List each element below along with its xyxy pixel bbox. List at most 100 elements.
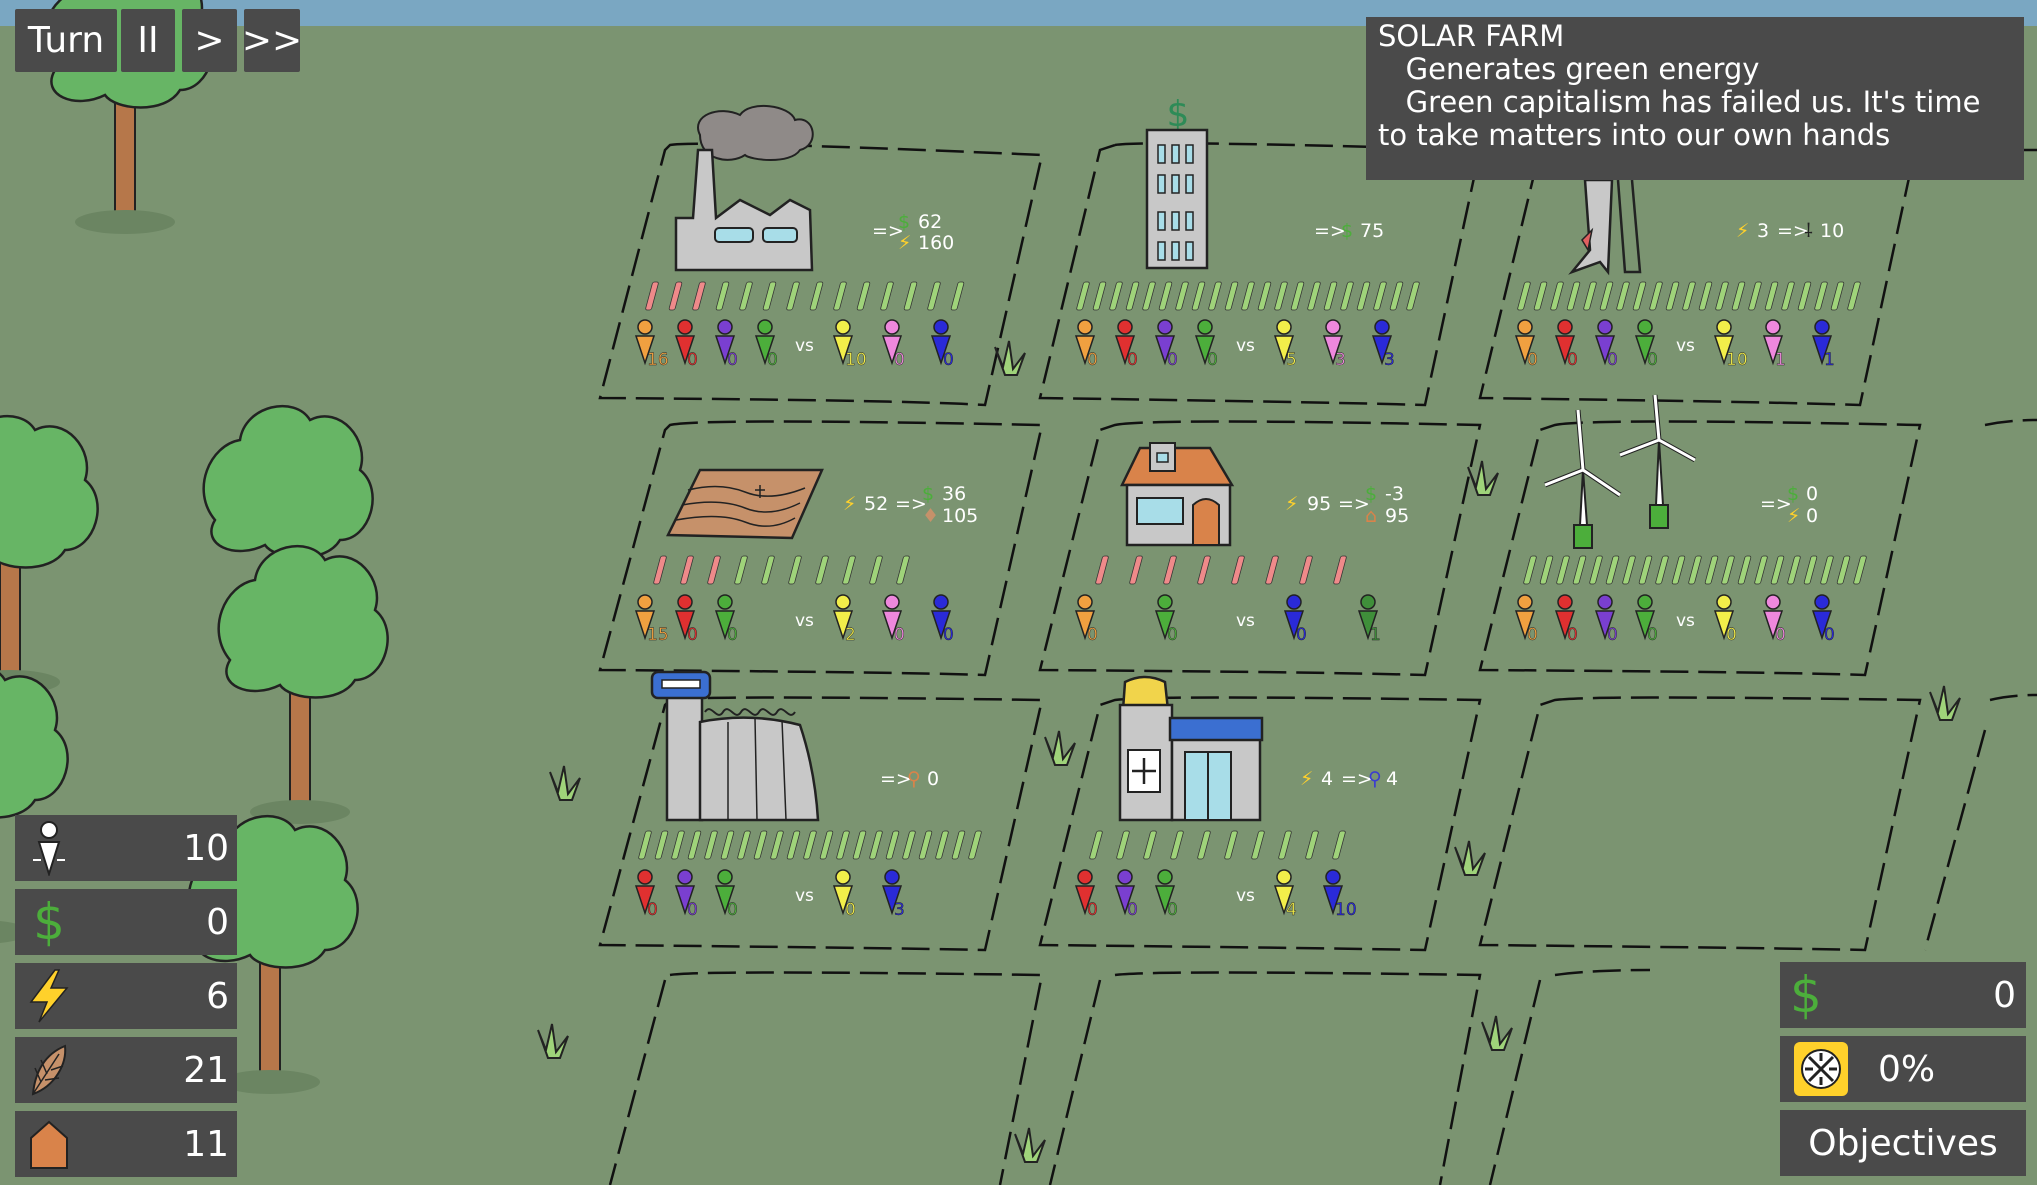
capacity-bar xyxy=(1207,281,1223,311)
worker-group: 0 xyxy=(714,594,738,645)
dollar-icon: $ xyxy=(33,893,65,951)
group-count: 1 xyxy=(1370,625,1381,645)
capacity-bar xyxy=(852,830,867,860)
group-count: 0 xyxy=(1087,350,1098,370)
capacity-bar xyxy=(1108,281,1124,311)
step-button[interactable]: > xyxy=(182,9,237,72)
group-count: 3 xyxy=(1335,350,1346,370)
wind-turbine-icon[interactable] xyxy=(1544,394,1697,549)
population-value: 10 xyxy=(183,827,229,869)
capacity-bar xyxy=(1830,281,1845,311)
group-count: 0 xyxy=(1647,350,1658,370)
group-count: 0 xyxy=(1167,625,1178,645)
capacity-bar xyxy=(934,830,950,860)
svg-text:0: 0 xyxy=(1806,483,1818,505)
capacity-bar xyxy=(1339,281,1355,311)
svg-text:10: 10 xyxy=(1820,220,1844,242)
capacity-bar xyxy=(950,281,965,311)
capacity-bar xyxy=(1094,555,1110,585)
prison-output: => ⚲0 xyxy=(880,768,939,790)
fast-forward-button[interactable]: >> xyxy=(242,9,302,72)
capacity-bar xyxy=(1621,555,1637,585)
worker-group: 0 xyxy=(1594,594,1618,645)
windfarm-output: => $0 ⚡0 xyxy=(1760,483,1818,527)
capacity-bar xyxy=(1731,281,1746,311)
group-count: 0 xyxy=(1167,350,1178,370)
capacity-bar xyxy=(1632,281,1647,311)
capacity-bar xyxy=(1654,555,1670,585)
wheat-icon xyxy=(21,1042,77,1098)
group-count: 1 xyxy=(1775,350,1786,370)
food-counter: 21 xyxy=(15,1037,237,1103)
worker-group: 0 xyxy=(674,594,698,645)
capacity-bar xyxy=(1539,555,1554,585)
capacity-bar xyxy=(668,281,683,311)
worker-group: 0 xyxy=(634,869,658,920)
police-station-icon[interactable] xyxy=(1118,675,1264,822)
capacity-bar xyxy=(1174,281,1190,311)
group-count: 0 xyxy=(1527,625,1538,645)
capacity-bar xyxy=(841,555,857,585)
group-count: 0 xyxy=(1567,625,1578,645)
energy-counter: 6 xyxy=(15,963,237,1029)
group-count: 0 xyxy=(727,350,738,370)
owner-group: 0 xyxy=(930,594,954,645)
group-count: 0 xyxy=(687,900,698,920)
svg-text:$: $ xyxy=(1365,483,1377,505)
capacity-bar xyxy=(1582,281,1598,311)
capacity-bar xyxy=(787,555,803,585)
svg-text:$: $ xyxy=(1167,94,1190,135)
housing-value: 11 xyxy=(183,1123,229,1165)
capacity-bar xyxy=(1142,830,1158,860)
svg-text:3: 3 xyxy=(1757,220,1769,242)
rocket-launch-icon[interactable] xyxy=(1568,178,1642,276)
house-output: ⚡95 => $-3 ⌂95 xyxy=(1285,483,1409,527)
capacity-bar xyxy=(1290,281,1305,311)
pause-button[interactable]: II xyxy=(121,9,175,72)
group-count: 0 xyxy=(1296,625,1307,645)
owner-group: 1 xyxy=(1762,319,1786,370)
factory-output: => $62 ⚡160 xyxy=(872,211,954,254)
turn-button[interactable]: Turn xyxy=(15,9,117,72)
building-tooltip: SOLAR FARM Generates green energy Green … xyxy=(1366,17,2024,180)
group-count: 0 xyxy=(1824,625,1835,645)
owner-group: 4 xyxy=(1273,869,1297,920)
capacity-bar xyxy=(1549,281,1565,311)
group-count: 0 xyxy=(894,350,905,370)
capacity-bar xyxy=(1522,555,1538,585)
tooltip-line: Generates green energy xyxy=(1378,52,1760,86)
svg-text:♦: ♦ xyxy=(922,505,939,527)
factory-icon[interactable] xyxy=(674,104,814,272)
farm-output: ⚡52 => $36 ♦105 xyxy=(843,483,978,527)
capacity-bar xyxy=(835,830,851,860)
money-counter: $ 0 xyxy=(15,889,237,955)
office-tower-icon[interactable]: $ xyxy=(1145,94,1209,270)
tooltip-title: SOLAR FARM xyxy=(1378,19,1565,53)
capacity-bar xyxy=(786,830,801,860)
vs-label: vs xyxy=(795,886,814,906)
vs-label: vs xyxy=(795,611,814,631)
worker-group: 0 xyxy=(1074,319,1098,370)
farm-field-icon[interactable] xyxy=(666,468,824,540)
svg-text:4: 4 xyxy=(1321,768,1333,790)
svg-text:95: 95 xyxy=(1385,505,1409,527)
capacity-bar xyxy=(1250,830,1266,860)
capacity-bar xyxy=(1332,555,1348,585)
capacity-bar xyxy=(1158,281,1173,311)
worker-group: 0 xyxy=(1634,319,1658,370)
capacity-bar xyxy=(901,830,917,860)
worker-group: 0 xyxy=(1114,319,1138,370)
revolution-emblem-icon xyxy=(1794,1042,1848,1096)
group-count: 0 xyxy=(687,350,698,370)
objectives-button[interactable]: Objectives xyxy=(1780,1110,2026,1176)
owner-group: 0 xyxy=(881,594,905,645)
worker-group: 0 xyxy=(1074,869,1098,920)
svg-text:4: 4 xyxy=(1386,768,1398,790)
group-count: 0 xyxy=(1607,350,1618,370)
group-count: 3 xyxy=(894,900,905,920)
house-icon[interactable] xyxy=(1120,442,1235,547)
capacity-bar xyxy=(1572,555,1587,585)
svg-text:=>: => xyxy=(1760,493,1792,515)
prison-wall-icon[interactable] xyxy=(650,670,820,822)
